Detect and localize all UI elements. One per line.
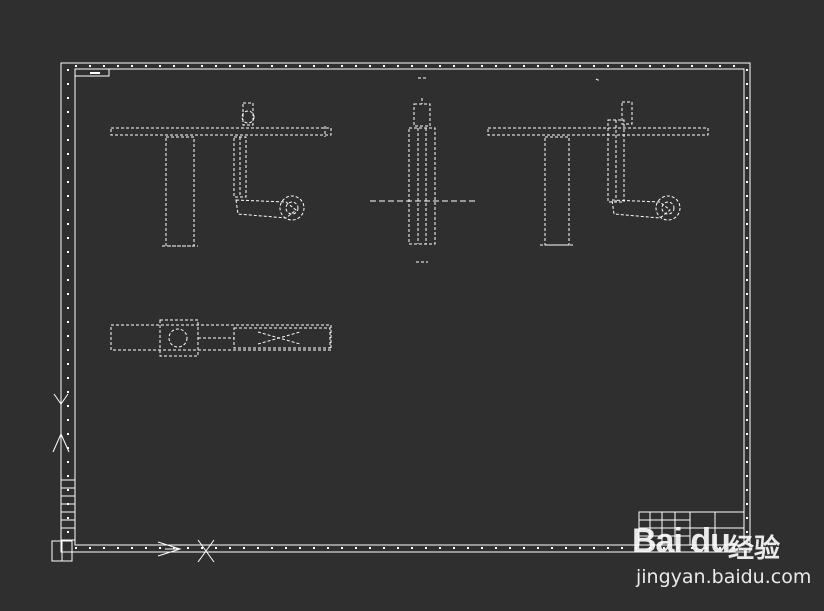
- baidu-jingyan-watermark: Bai du 经验 jingyan.baidu.com: [632, 522, 812, 592]
- orientation-arrows: [52, 393, 215, 563]
- watermark-url: jingyan.baidu.com: [636, 566, 812, 588]
- baidu-logo-text: Bai du: [632, 522, 731, 560]
- frame-tick-marks: [67, 65, 748, 549]
- drawing-frame: [60, 62, 751, 553]
- assembled-view: [487, 78, 709, 246]
- side-view: [370, 77, 478, 263]
- top-view: [110, 319, 332, 357]
- left-margin-strip: [51, 479, 76, 562]
- title-block: [638, 511, 745, 546]
- jingyan-cn-text: 经验: [728, 534, 781, 564]
- front-view: [110, 102, 332, 247]
